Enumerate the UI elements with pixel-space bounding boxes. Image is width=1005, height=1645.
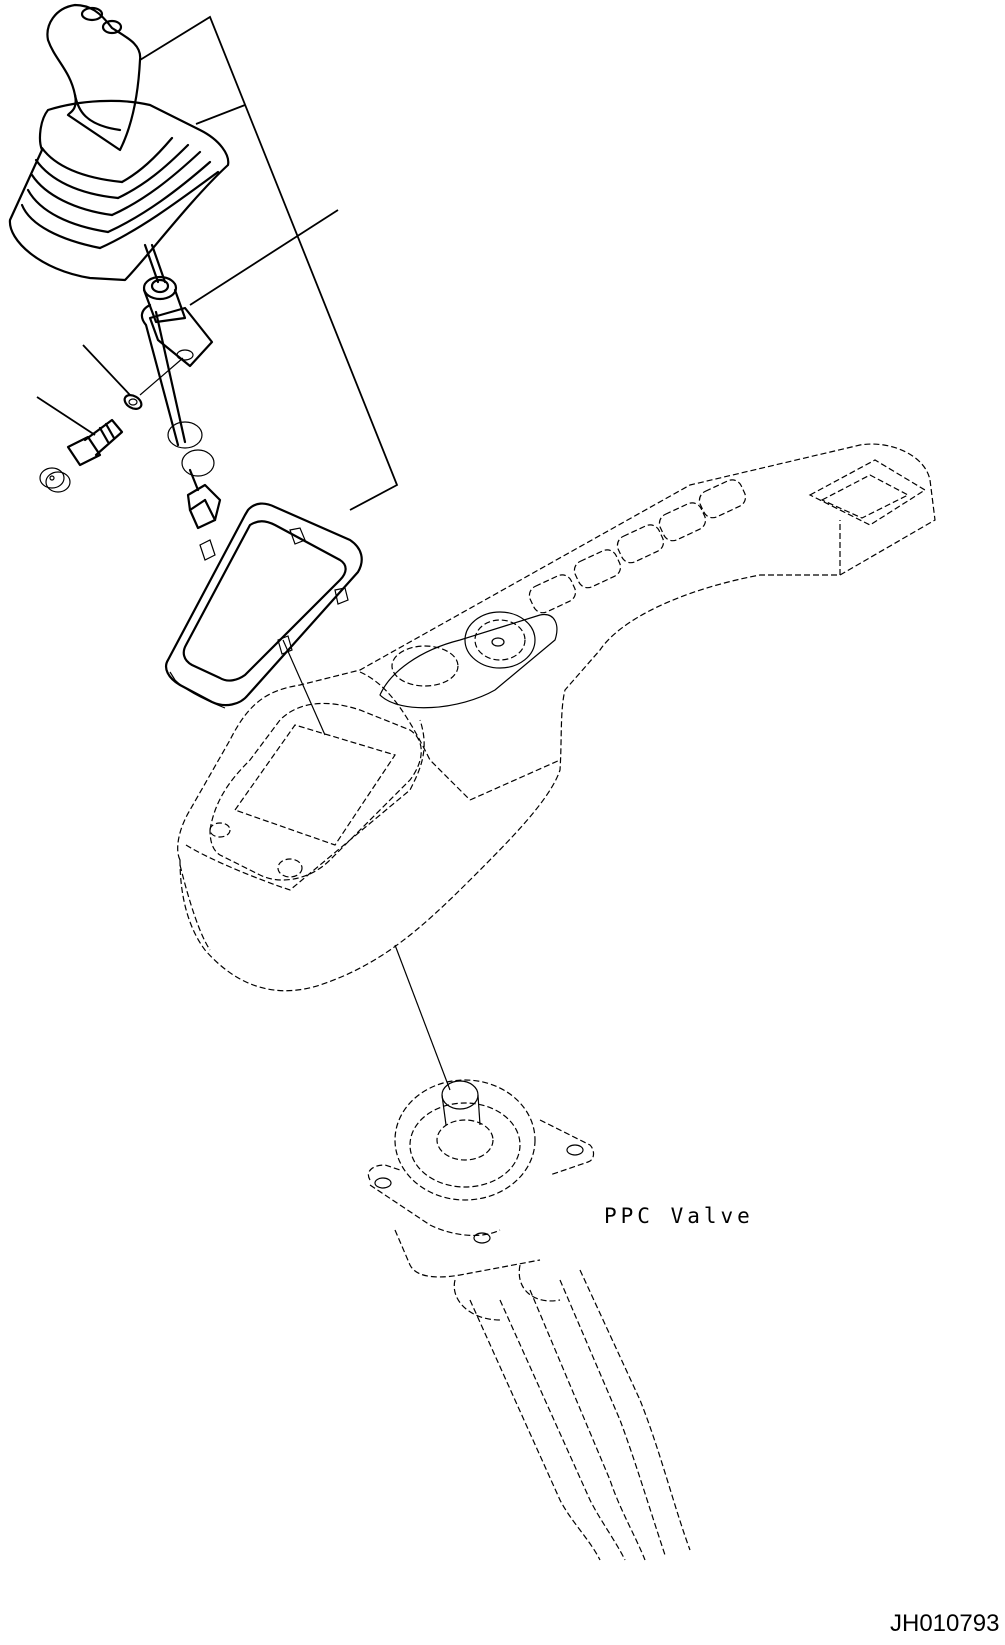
boot-plate-icon	[164, 502, 363, 709]
ppc-valve-label: PPC Valve	[604, 1204, 754, 1228]
washer-icon	[123, 394, 143, 410]
lever-rod-icon	[140, 243, 214, 447]
drawing-id-label: JH010793	[890, 1610, 1000, 1637]
leader-lines	[36, 15, 451, 1091]
boot-icon	[8, 99, 230, 282]
ppc-valve-icon	[367, 1079, 691, 1561]
wire-connector-icon	[167, 421, 222, 530]
lever-knob-icon	[46, 3, 142, 152]
console-icon	[177, 443, 936, 992]
bolt-icon	[66, 418, 124, 467]
nut-icon	[39, 467, 71, 493]
